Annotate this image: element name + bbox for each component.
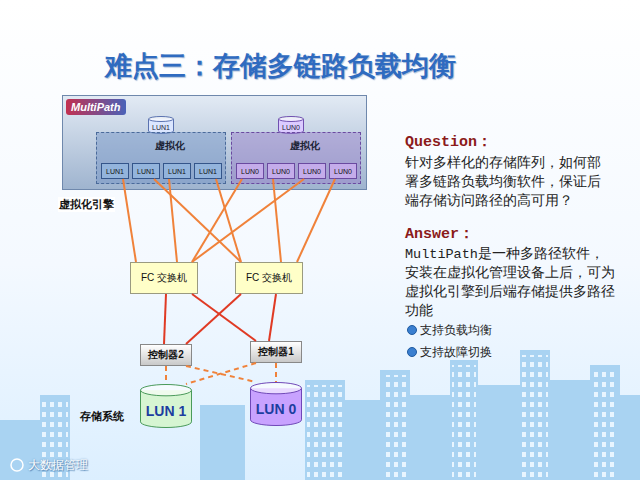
node-label: LUN0: [272, 168, 290, 175]
lun-box: LUN1: [194, 163, 222, 179]
controller-link: [165, 366, 167, 384]
cylinder-top: [279, 117, 304, 122]
node-label: FC 交换机: [246, 271, 292, 285]
node-label: LUN1: [199, 168, 217, 175]
storage-lun-cylinder: LUN 0: [250, 382, 302, 426]
building-windows: [42, 355, 618, 480]
engine-label: 虚拟化引擎: [58, 197, 115, 212]
bullet-text: 支持负载均衡: [420, 322, 492, 339]
storage-lun-cylinder: LUN 1: [140, 384, 192, 428]
fc-switch: FC 交换机: [235, 262, 303, 294]
lun-box: LUN1: [163, 163, 191, 179]
host-link: [273, 179, 281, 262]
controller-link: [186, 366, 256, 382]
cylinder-top: [149, 117, 174, 122]
watermark-icon: [11, 459, 23, 471]
lun-box: LUN0: [329, 163, 357, 179]
controller-link: [275, 363, 277, 382]
node-label: LUN 1: [146, 403, 186, 419]
lun-box: LUN1: [132, 163, 160, 179]
host-link: [192, 179, 242, 262]
virtualization-band: 虚拟化 LUN0 LUN0 LUN0 LUN0: [231, 132, 361, 184]
city-silhouette: [0, 350, 640, 480]
band-label: 虚拟化: [155, 139, 185, 153]
host-link: [192, 179, 304, 262]
lun-box: LUN0: [236, 163, 264, 179]
fabric-link: [269, 294, 276, 341]
answer-body: MultiPath是一种多路径软件，安装在虚拟化管理设备上后，可为虚拟化引擎到后…: [405, 245, 617, 321]
host-link: [169, 179, 177, 262]
fabric-link: [164, 294, 166, 344]
cylinder-top: [251, 383, 302, 394]
node-label: LUN0: [303, 168, 321, 175]
slide-title: 难点三：存储多链路负载均衡: [105, 48, 456, 84]
lun-box: LUN0: [267, 163, 295, 179]
node-label: FC 交换机: [141, 271, 187, 285]
virtualization-band: 虚拟化 LUN1 LUN1 LUN1 LUN1: [96, 132, 226, 184]
node-label: LUN0: [282, 124, 300, 131]
host-link: [154, 179, 241, 262]
node-label: LUN 0: [256, 401, 296, 417]
node-label: LUN1: [106, 168, 124, 175]
watermark: 大数据管理: [28, 457, 88, 474]
fabric-link: [186, 294, 241, 344]
node-label: 控制器2: [148, 348, 184, 362]
fabric-link: [192, 294, 256, 341]
bullet-text: 支持故障切换: [420, 344, 492, 361]
question-body: 针对多样化的存储阵列，如何部署多链路负载均衡软件，保证后端存储访问路径的高可用？: [405, 154, 613, 211]
controller-link: [186, 363, 256, 384]
bullet-dot: [408, 348, 417, 357]
storage-label: 存储系统: [80, 409, 124, 424]
controller: 控制器2: [140, 344, 192, 366]
node-label: LUN1: [168, 168, 186, 175]
panel-badge: MultiPath: [66, 99, 126, 115]
node-label: LUN1: [137, 168, 155, 175]
host-link: [216, 179, 241, 262]
host-link: [123, 179, 136, 262]
node-label: LUN0: [334, 168, 352, 175]
node-label: LUN0: [241, 168, 259, 175]
question-heading: Question：: [405, 132, 492, 151]
band-label: 虚拟化: [290, 139, 320, 153]
answer-heading: Answer：: [405, 224, 474, 243]
node-label: LUN1: [152, 124, 170, 131]
cylinder-top: [141, 385, 192, 396]
lun-box: LUN1: [101, 163, 129, 179]
multipath-panel: MultiPathLUN1虚拟化LUN1LUN1LUN1LUN1LUN0虚拟化L…: [62, 95, 367, 190]
controller: 控制器1: [250, 341, 302, 363]
host-link: [297, 179, 335, 262]
node-label: 控制器1: [258, 345, 294, 359]
fc-switch: FC 交换机: [130, 262, 198, 294]
lun-box: LUN0: [298, 163, 326, 179]
bullet-dot: [408, 326, 417, 335]
